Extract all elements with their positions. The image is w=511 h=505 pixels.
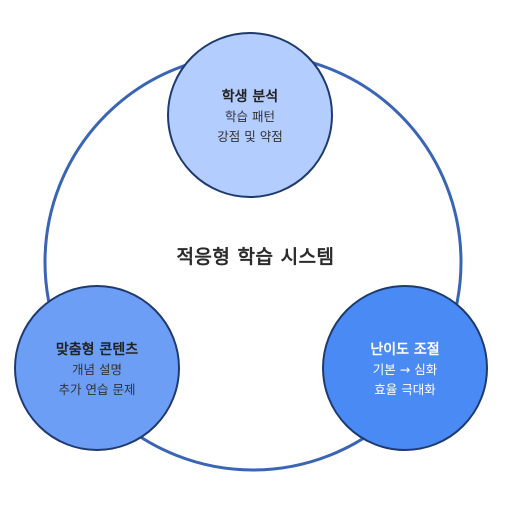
student-analysis-line-2: 강점 및 약점: [217, 129, 283, 144]
student-analysis-circle: [167, 32, 333, 198]
student-analysis-title: 학생 분석: [221, 89, 279, 105]
difficulty-adjust-line-1: 기본 → 심화: [372, 362, 438, 377]
custom-content-title: 맞춤형 콘텐츠: [55, 342, 139, 358]
system-title: 적응형 학습 시스템: [176, 246, 335, 268]
difficulty-adjust-title: 난이도 조절: [370, 342, 440, 358]
difficulty-adjust-circle: [322, 285, 488, 451]
custom-content-circle: [14, 285, 180, 451]
difficulty-adjust-node: 난이도 조절 기본 → 심화 효율 극대화: [370, 340, 439, 400]
custom-content-node: 맞춤형 콘텐츠 개념 설명 추가 연습 문제: [56, 340, 138, 400]
custom-content-line-2: 추가 연습 문제: [58, 382, 136, 397]
student-analysis-line-1: 학습 패턴: [225, 109, 275, 124]
student-analysis-node: 학생 분석 학습 패턴 강점 및 약점: [217, 87, 282, 147]
difficulty-adjust-line-2: 효율 극대화: [374, 382, 436, 397]
custom-content-line-1: 개념 설명: [72, 362, 122, 377]
